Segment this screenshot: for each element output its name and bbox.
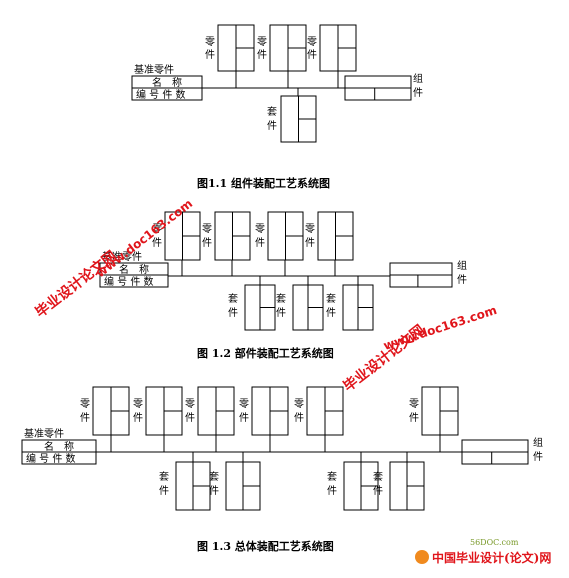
kit-label-4-char-1: 套 xyxy=(373,470,383,483)
part-label-2-char-2: 件 xyxy=(133,412,143,424)
kit-label-1-char-1: 套 xyxy=(228,292,238,305)
logo-main-text: 中国毕业设计(论文)网 xyxy=(432,550,551,565)
logo-swirl-icon xyxy=(415,550,429,564)
part-label-4-char-1: 零 xyxy=(305,223,315,235)
assembly-label-char-1: 组 xyxy=(533,436,543,449)
name-label: 名 称 xyxy=(119,263,149,276)
part-label-6-char-1: 零 xyxy=(409,398,419,410)
kit-label-2-char-2: 件 xyxy=(276,307,286,319)
caption-fig-1-1: 图1.1 组件装配工艺系统图 xyxy=(197,176,330,190)
kit-label-3-char-1: 套 xyxy=(327,470,337,483)
part-label-1-char-2: 件 xyxy=(80,412,90,424)
kit-label-char-2: 件 xyxy=(267,120,277,132)
part-label-4-char-2: 件 xyxy=(305,237,315,249)
kit-label-2-char-1: 套 xyxy=(276,292,286,305)
number-label: 编 号 件 数 xyxy=(26,452,76,465)
caption-fig-1-3: 图 1.3 总体装配工艺系统图 xyxy=(197,539,334,553)
part-label-1-char-1: 零 xyxy=(205,36,215,48)
part-label-3-char-1: 零 xyxy=(185,398,195,410)
kit-label-2-char-2: 件 xyxy=(209,485,219,497)
kit-label-char-1: 套 xyxy=(267,105,277,118)
part-label-3-char-2: 件 xyxy=(307,49,317,61)
watermark-url-2: www.doc163.com xyxy=(382,303,499,353)
base-part-label: 基准零件 xyxy=(24,427,64,440)
caption-fig-1-2: 图 1.2 部件装配工艺系统图 xyxy=(197,346,334,360)
part-label-4-char-2: 件 xyxy=(239,412,249,424)
part-label-6-char-2: 件 xyxy=(409,412,419,424)
part-label-1-char-1: 零 xyxy=(152,223,162,235)
part-label-2-char-1: 零 xyxy=(257,36,267,48)
logo-small-text: 56DOC.com xyxy=(470,538,519,547)
kit-label-2-char-1: 套 xyxy=(209,470,219,483)
part-label-3-char-2: 件 xyxy=(185,412,195,424)
base-part-label: 基准零件 xyxy=(102,250,142,263)
number-label: 编 号 件 数 xyxy=(104,275,154,288)
name-label: 名 称 xyxy=(44,440,74,453)
number-label: 编 号 件 数 xyxy=(136,88,186,101)
assembly-label-char-2: 件 xyxy=(457,274,467,286)
kit-label-3-char-2: 件 xyxy=(326,307,336,319)
base-part-label: 基准零件 xyxy=(134,63,174,76)
kit-label-4-char-2: 件 xyxy=(373,485,383,497)
name-label: 名 称 xyxy=(152,76,182,89)
kit-label-3-char-2: 件 xyxy=(327,485,337,497)
part-label-2-char-2: 件 xyxy=(257,49,267,61)
part-label-1-char-1: 零 xyxy=(80,398,90,410)
kit-label-1-char-1: 套 xyxy=(159,470,169,483)
kit-label-3-char-1: 套 xyxy=(326,292,336,305)
part-label-2-char-2: 件 xyxy=(202,237,212,249)
kit-label-1-char-2: 件 xyxy=(159,485,169,497)
part-label-3-char-1: 零 xyxy=(255,223,265,235)
part-label-3-char-2: 件 xyxy=(255,237,265,249)
assembly-label-char-1: 组 xyxy=(457,259,467,272)
assembly-label-char-2: 件 xyxy=(533,451,543,463)
kit-label-1-char-2: 件 xyxy=(228,307,238,319)
part-label-5-char-1: 零 xyxy=(294,398,304,410)
part-label-4-char-1: 零 xyxy=(239,398,249,410)
part-label-3-char-1: 零 xyxy=(307,36,317,48)
part-label-2-char-1: 零 xyxy=(202,223,212,235)
part-label-5-char-2: 件 xyxy=(294,412,304,424)
part-label-1-char-2: 件 xyxy=(205,49,215,61)
part-label-2-char-1: 零 xyxy=(133,398,143,410)
assembly-label-char-1: 组 xyxy=(413,72,423,85)
assembly-label-char-2: 件 xyxy=(413,87,423,99)
part-label-1-char-2: 件 xyxy=(152,237,162,249)
